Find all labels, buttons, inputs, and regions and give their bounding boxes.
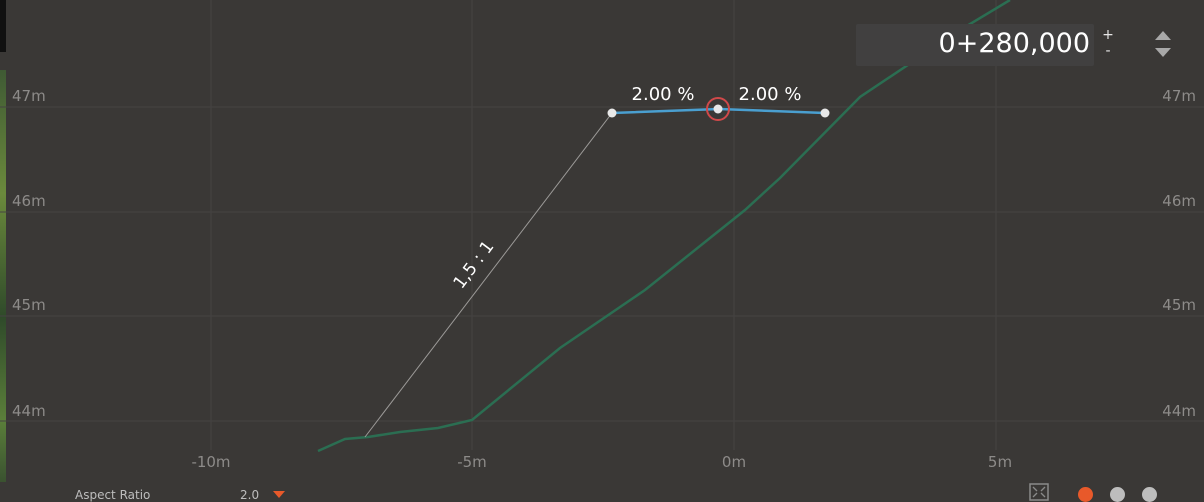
spinner-up-icon [1155, 31, 1171, 40]
y-label-left-46m: 46m [12, 192, 46, 210]
aspect-ratio-dropdown-icon[interactable] [273, 491, 285, 498]
top-left-edge [0, 0, 6, 52]
x-label-0m: 0m [722, 453, 746, 471]
y-label-left-45m: 45m [12, 296, 46, 314]
x-label-minus5m: -5m [457, 453, 487, 471]
y-label-left-44m: 44m [12, 402, 46, 420]
station-decrement[interactable]: - [1105, 43, 1111, 59]
crown-selection-ring [706, 97, 730, 121]
view-dot-2[interactable] [1110, 487, 1125, 502]
vertical-gridlines [210, 0, 997, 450]
station-value: 0+280,000 [938, 28, 1090, 59]
left-edge-point[interactable] [607, 108, 617, 118]
station-readout[interactable]: 0+280,000 [856, 24, 1094, 66]
y-label-right-44m: 44m [1162, 402, 1196, 420]
slope-left-label: 2.00 % [632, 84, 695, 105]
y-label-right-46m: 46m [1162, 192, 1196, 210]
view-dot-3[interactable] [1142, 487, 1157, 502]
spinner-down-icon [1155, 48, 1171, 57]
x-label-minus10m: -10m [191, 453, 230, 471]
side-slope-label: 1,5 : 1 [450, 237, 499, 292]
view-dot-1-active[interactable] [1078, 487, 1093, 502]
station-spinner-icon[interactable] [1150, 26, 1176, 62]
slope-right-label: 2.00 % [739, 84, 802, 105]
y-label-right-47m: 47m [1162, 87, 1196, 105]
right-edge-point[interactable] [820, 108, 830, 118]
y-label-right-45m: 45m [1162, 296, 1196, 314]
side-slope-line[interactable] [364, 112, 613, 438]
station-increment[interactable]: + [1102, 27, 1114, 43]
aspect-ratio-value[interactable]: 2.0 [240, 488, 260, 502]
horizontal-gridlines [0, 106, 1204, 422]
aspect-ratio-label: Aspect Ratio [75, 488, 151, 502]
station-step-control[interactable]: + - [1100, 28, 1116, 62]
crown-point[interactable] [713, 104, 723, 114]
fit-to-view-icon[interactable] [1029, 483, 1049, 501]
left-edge-imagery [0, 70, 6, 482]
x-label-5m: 5m [988, 453, 1012, 471]
y-label-left-47m: 47m [12, 87, 46, 105]
ground-profile-line [317, 0, 1011, 453]
